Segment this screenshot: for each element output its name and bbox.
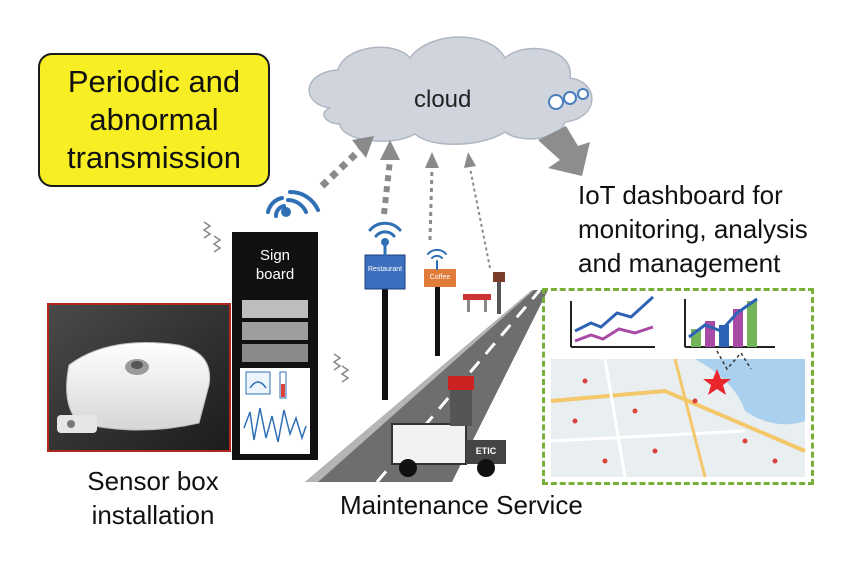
sign-board-line-2: board: [255, 266, 295, 283]
download-arrow: [538, 126, 590, 176]
bar-chart-graphic: [684, 297, 775, 348]
sign-board: [232, 232, 318, 460]
maintenance-label: Maintenance Service: [340, 490, 583, 520]
callout-line-2: abnormal: [89, 102, 219, 137]
sensor-box-photo: [47, 303, 231, 452]
cloud-shape: [308, 36, 593, 145]
dashboard-panel: [542, 288, 814, 485]
line-chart-graphic: [570, 295, 655, 348]
sign-board-label: Sign board: [240, 246, 310, 284]
truck-label: ETIC: [475, 446, 497, 456]
dashboard-title-line-3: and management: [578, 248, 781, 278]
callout-line-3: transmission: [67, 140, 241, 175]
sensor-label-line-1: Sensor box: [87, 466, 219, 496]
dashboard-graphic: [550, 295, 806, 478]
cloud-label: cloud: [414, 86, 472, 113]
dashboard-title-line-1: IoT dashboard for: [578, 180, 783, 210]
sensor-label: Sensor box installation: [58, 464, 248, 532]
dashboard-title: IoT dashboard for monitoring, analysis a…: [578, 178, 838, 280]
coffee-sign: Coffee: [429, 274, 451, 281]
transmission-callout: Periodic and abnormal transmission: [38, 53, 270, 187]
sign-board-line-1: Sign: [259, 247, 291, 264]
restaurant-sign: Restaurant: [367, 266, 403, 273]
upload-arrows: [319, 136, 491, 269]
wifi-icon: [427, 248, 447, 270]
callout-line-1: Periodic and: [67, 64, 241, 99]
wifi-icon: [266, 189, 320, 218]
vibration-icon: [202, 221, 350, 383]
maintenance-truck: [391, 376, 506, 477]
sensor-label-line-2: installation: [91, 500, 215, 530]
sensor-readout-graphic: [243, 371, 307, 443]
wifi-icon: [368, 221, 402, 257]
dashboard-title-line-2: monitoring, analysis: [578, 214, 808, 244]
